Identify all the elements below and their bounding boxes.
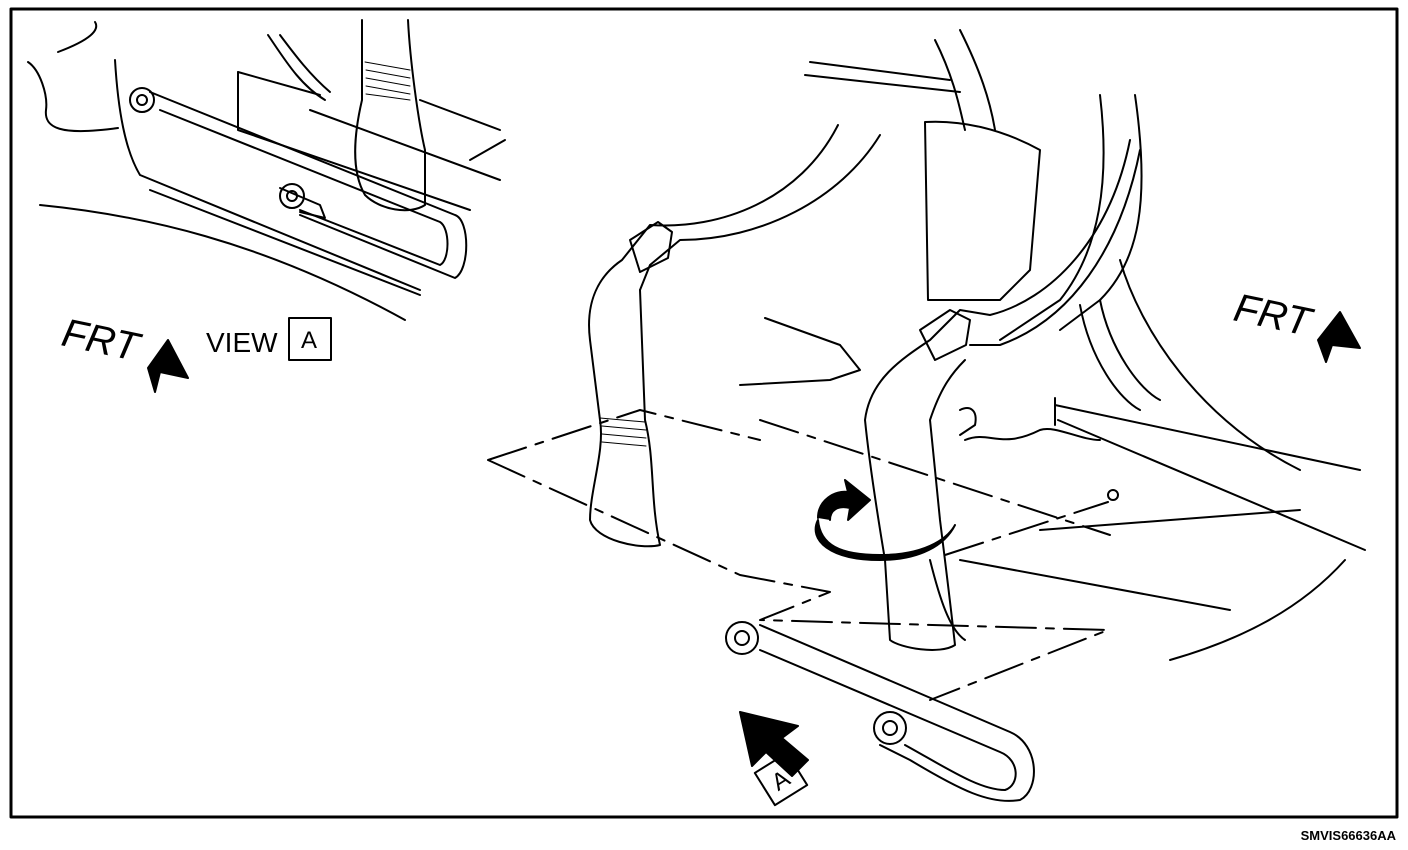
inset-frt-arrow-icon <box>147 339 189 393</box>
view-marker-box <box>753 751 809 807</box>
inset-rear-bolt <box>279 183 305 209</box>
pillar-trim <box>924 120 1041 301</box>
anchor-rear-bolt <box>873 711 907 745</box>
inset-anchor-bar <box>149 91 468 279</box>
right-belt-strap <box>864 139 1131 651</box>
main-view <box>487 29 1366 802</box>
left-belt-strap <box>588 124 839 548</box>
view-label: VIEW <box>206 327 278 358</box>
inset-belt-strap <box>354 19 426 212</box>
view-direction-arrow-icon <box>739 711 809 777</box>
rotation-arrow-icon <box>814 519 956 561</box>
floor-bolt-hole <box>1107 489 1119 501</box>
view-letter: A <box>301 327 317 354</box>
inset-frt-label: FRT <box>58 311 145 371</box>
figure-code: SMVIS66636AA <box>1301 828 1397 843</box>
left-strap-clip <box>629 221 673 273</box>
anchor-front-bolt <box>725 621 759 655</box>
right-strap-clip <box>919 309 971 361</box>
main-frt-label: FRT <box>1230 286 1317 346</box>
main-frt-arrow-icon <box>1317 311 1361 363</box>
figure-frame <box>9 7 1399 819</box>
inset-front-bolt <box>129 87 155 113</box>
floor-outline-dashed <box>487 409 1109 701</box>
view-a-inset <box>27 19 506 321</box>
anchor-bar <box>759 624 1035 802</box>
inset-body-panel <box>27 61 119 133</box>
view-letter-box <box>288 317 332 361</box>
